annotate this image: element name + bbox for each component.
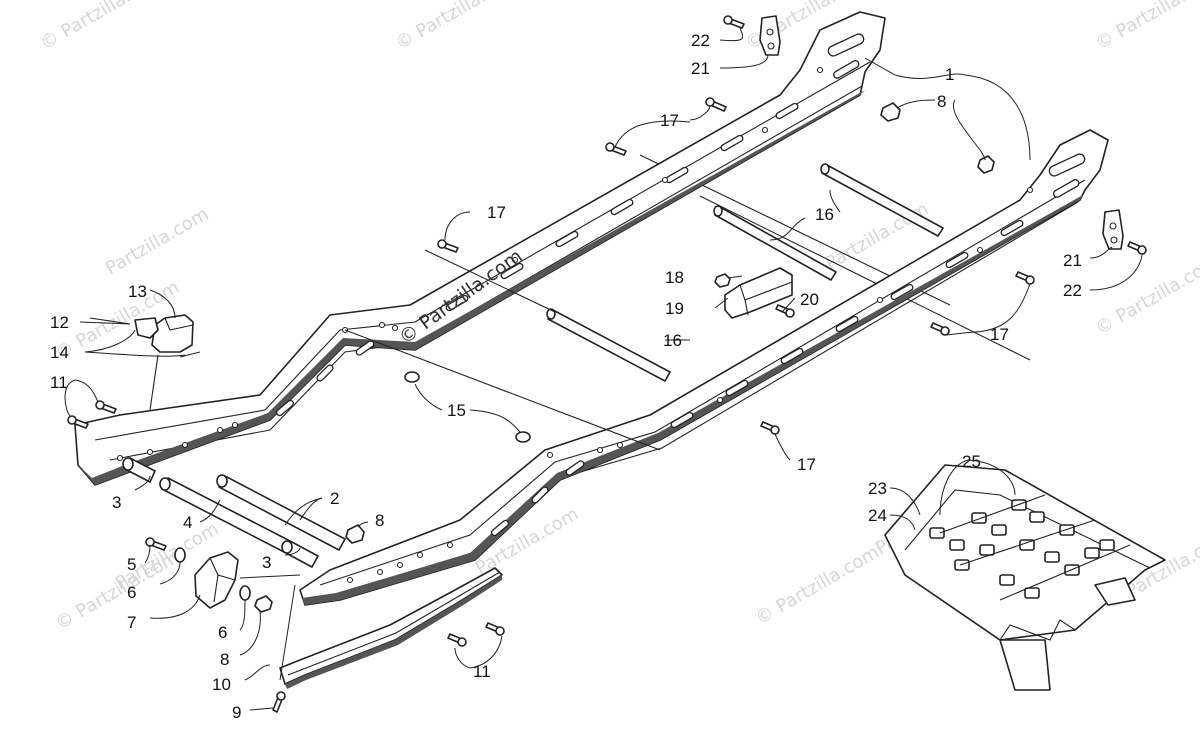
bolt [930, 322, 950, 336]
callout-22: 22 [1063, 281, 1082, 300]
front-cross-shafts [122, 457, 346, 568]
nut [254, 595, 273, 613]
callout-17: 17 [660, 111, 679, 130]
watermark: © Partzilla.com [1092, 0, 1200, 54]
right-slide-rail [299, 129, 1109, 606]
bolt [775, 304, 795, 318]
callout-14: 14 [50, 343, 69, 362]
callout-11: 11 [50, 373, 68, 392]
nut [345, 524, 365, 544]
bolt [1015, 271, 1035, 285]
callout-8: 8 [220, 650, 229, 669]
bolt [437, 239, 459, 253]
nut [714, 273, 731, 288]
watermark: Partzilla.com [102, 204, 212, 280]
callout-19: 19 [665, 299, 684, 318]
callout-10: 10 [212, 675, 231, 694]
bolt [485, 622, 505, 636]
washer [404, 371, 420, 383]
bolt [605, 142, 627, 156]
bolt [145, 537, 167, 551]
bolt [95, 400, 117, 414]
middle-cross-shaft [344, 249, 671, 451]
callout-25: 25 [962, 452, 981, 471]
callout-5: 5 [127, 555, 136, 574]
bolt [1127, 241, 1147, 255]
rail-holes [346, 186, 1034, 584]
wear-strip [279, 567, 503, 689]
watermark: © Partzilla.com [392, 0, 523, 54]
callout-13: 13 [128, 282, 147, 301]
watermark: © Partzilla.com [1092, 252, 1200, 340]
leader-lines [64, 27, 1143, 711]
bolt [705, 97, 727, 112]
callout-21: 21 [691, 59, 710, 78]
rail-slots [490, 219, 1024, 537]
callout-8: 8 [375, 511, 384, 530]
bumper-block [89, 314, 201, 411]
washer [174, 547, 186, 563]
rail-slots [275, 102, 799, 417]
callout-8: 8 [937, 92, 946, 111]
callout-22: 22 [691, 31, 710, 50]
callout-17: 17 [487, 203, 506, 222]
callout-18: 18 [665, 268, 684, 287]
bolt [723, 15, 745, 29]
track-section [884, 464, 1166, 691]
callout-24: 24 [868, 506, 887, 525]
callout-16: 16 [663, 331, 682, 350]
callout-1: 1 [945, 65, 954, 84]
end-cap-bracket [1102, 209, 1124, 250]
callout-6: 6 [218, 623, 227, 642]
callout-labels: 1 2 3 3 4 5 6 6 7 8 8 8 9 10 11 11 12 13… [50, 31, 1082, 722]
guide-wedge [194, 551, 239, 609]
end-cap-bracket [759, 15, 781, 56]
callout-17: 17 [990, 325, 1009, 344]
callout-23: 23 [868, 479, 887, 498]
rear-cross-shaft [639, 154, 1031, 361]
bolt [272, 691, 286, 713]
nut [880, 102, 901, 122]
bolt [67, 415, 89, 429]
watermark: © Partzilla.com [37, 0, 168, 54]
rail-holes [116, 66, 824, 462]
washer [515, 431, 531, 443]
callout-11: 11 [473, 662, 491, 681]
callout-6: 6 [127, 583, 136, 602]
callout-7: 7 [127, 613, 136, 632]
bolt [447, 633, 467, 647]
callout-4: 4 [183, 513, 192, 532]
watermark: © Partzilla.com [752, 542, 883, 630]
callout-16: 16 [815, 205, 834, 224]
callout-9: 9 [232, 703, 241, 722]
callout-17: 17 [797, 455, 816, 474]
washer [239, 585, 251, 601]
nut [977, 155, 995, 174]
callout-12: 12 [50, 313, 69, 332]
callout-15: 15 [447, 401, 466, 420]
callout-20: 20 [800, 290, 819, 309]
bolt [760, 421, 780, 435]
callout-3: 3 [262, 553, 271, 572]
stopper-block [724, 267, 793, 319]
callout-2: 2 [330, 489, 339, 508]
callout-21: 21 [1063, 251, 1082, 270]
left-slide-rail [74, 11, 886, 486]
callout-3: 3 [112, 493, 121, 512]
